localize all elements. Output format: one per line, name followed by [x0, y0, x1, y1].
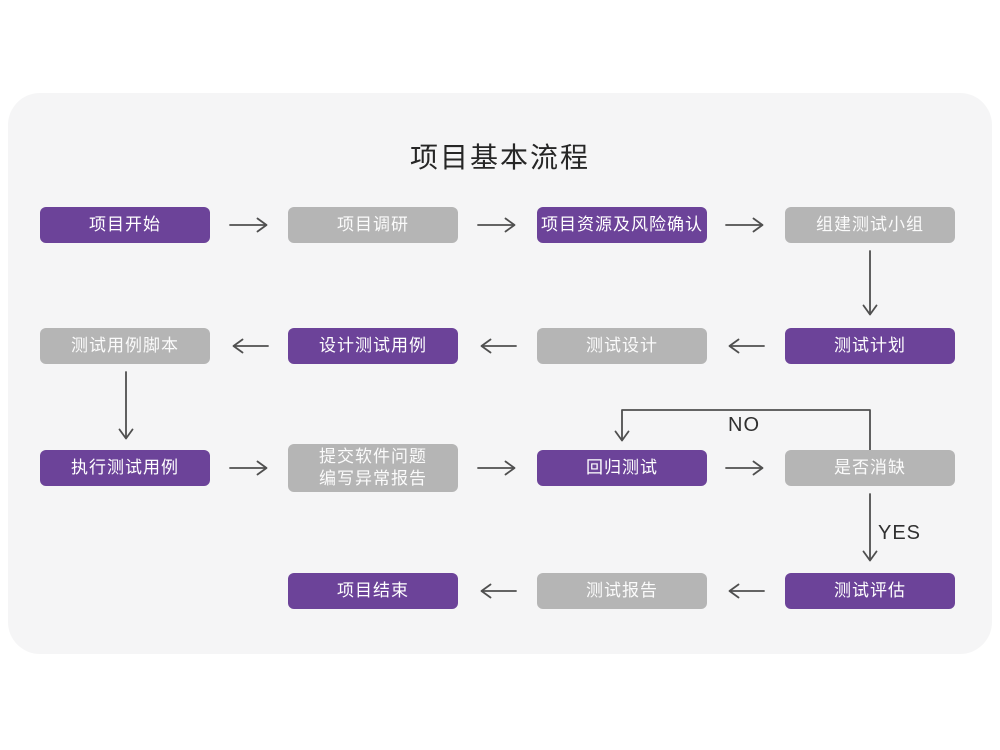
flowchart-card-background — [8, 93, 992, 654]
edge-label-yes: YES — [878, 522, 922, 544]
node-project-research: 项目调研 — [288, 207, 458, 243]
node-build-test-team: 组建测试小组 — [785, 207, 955, 243]
node-execute-test-case: 执行测试用例 — [40, 450, 210, 486]
node-test-evaluation: 测试评估 — [785, 573, 955, 609]
node-submit-issue-report: 提交软件问题 编写异常报告 — [288, 444, 458, 492]
node-design-test-case: 设计测试用例 — [288, 328, 458, 364]
node-defect-cleared: 是否消缺 — [785, 450, 955, 486]
node-resource-risk-confirm: 项目资源及风险确认 — [537, 207, 707, 243]
edge-label-no: NO — [728, 414, 760, 436]
page-title: 项目基本流程 — [409, 142, 590, 173]
node-test-plan: 测试计划 — [785, 328, 955, 364]
node-test-case-script: 测试用例脚本 — [40, 328, 210, 364]
node-test-report: 测试报告 — [537, 573, 707, 609]
node-test-design: 测试设计 — [537, 328, 707, 364]
node-project-end: 项目结束 — [288, 573, 458, 609]
node-project-start: 项目开始 — [40, 207, 210, 243]
node-regression-test: 回归测试 — [537, 450, 707, 486]
